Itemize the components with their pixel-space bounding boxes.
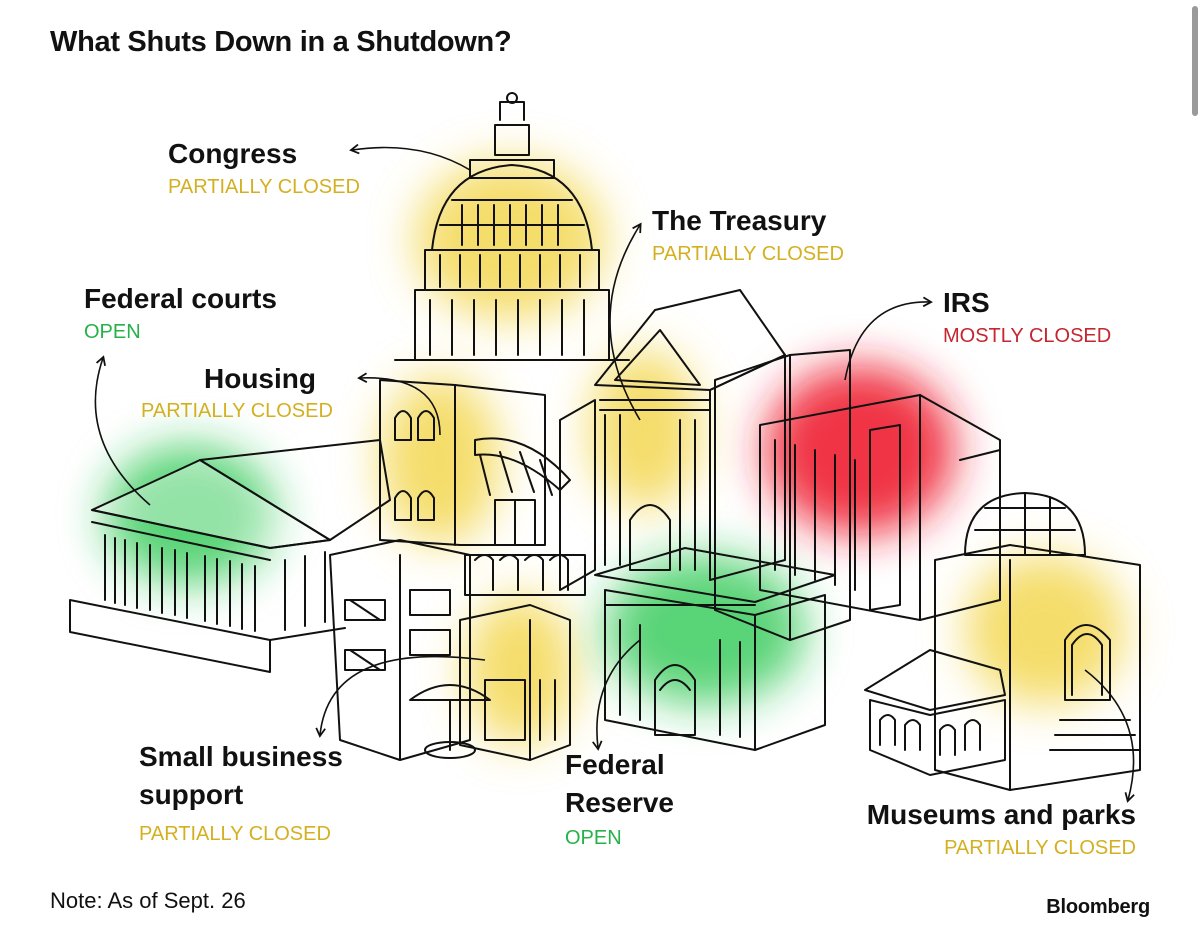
label-housing: Housing (204, 363, 316, 394)
small-business-building (329, 539, 571, 761)
arrow-federal-reserve (592, 639, 641, 751)
callout-arrows (94, 143, 1135, 803)
label-museums: Museums and parks (866, 799, 1136, 830)
status-federal-reserve: OPEN (565, 827, 622, 849)
label-irs: IRS (943, 287, 990, 318)
label-small-business: Small business support (139, 738, 343, 814)
status-museums: PARTIALLY CLOSED (944, 837, 1136, 859)
label-small-business-line-2: support (139, 779, 244, 810)
treasury-building (559, 289, 786, 591)
label-federal-courts: Federal courts (84, 283, 277, 314)
arrow-small-business (315, 655, 486, 738)
federal-courts-building (69, 439, 391, 673)
arrow-congress (349, 143, 471, 171)
label-small-business-line-1: Small business (139, 741, 343, 772)
glow-small-business (465, 595, 575, 745)
scrollbar[interactable] (1192, 6, 1198, 116)
glow-irs (765, 365, 955, 535)
label-federal-reserve-line-1: Federal (565, 749, 665, 780)
footnote: Note: As of Sept. 26 (50, 888, 246, 913)
federal-reserve-building (594, 547, 836, 751)
arrow-housing (357, 372, 441, 436)
status-federal-courts: OPEN (84, 321, 141, 343)
arrow-museums (1084, 669, 1135, 803)
glow-museums (965, 555, 1125, 705)
status-glows (105, 160, 1125, 745)
bloomberg-logo: Bloomberg (1046, 896, 1150, 918)
museum-building (864, 492, 1141, 791)
glow-treasury (590, 350, 700, 510)
label-federal-reserve-line-2: Reserve (565, 787, 674, 818)
chart-title: What Shuts Down in a Shutdown? (50, 26, 512, 58)
label-treasury: The Treasury (652, 205, 827, 236)
status-treasury: PARTIALLY CLOSED (652, 243, 844, 265)
housing-building (379, 379, 586, 596)
status-small-business: PARTIALLY CLOSED (139, 823, 331, 845)
status-congress: PARTIALLY CLOSED (168, 176, 360, 198)
status-irs: MOSTLY CLOSED (943, 325, 1112, 347)
arrow-federal-courts (94, 355, 151, 506)
label-congress: Congress (168, 138, 298, 169)
arrow-treasury (609, 222, 642, 421)
irs-building (714, 349, 1001, 641)
arrow-irs (844, 296, 933, 381)
status-housing: PARTIALLY CLOSED (141, 400, 333, 422)
glow-federal-reserve (605, 555, 805, 705)
capitol-building (394, 92, 630, 361)
label-federal-reserve: Federal Reserve (565, 746, 674, 822)
